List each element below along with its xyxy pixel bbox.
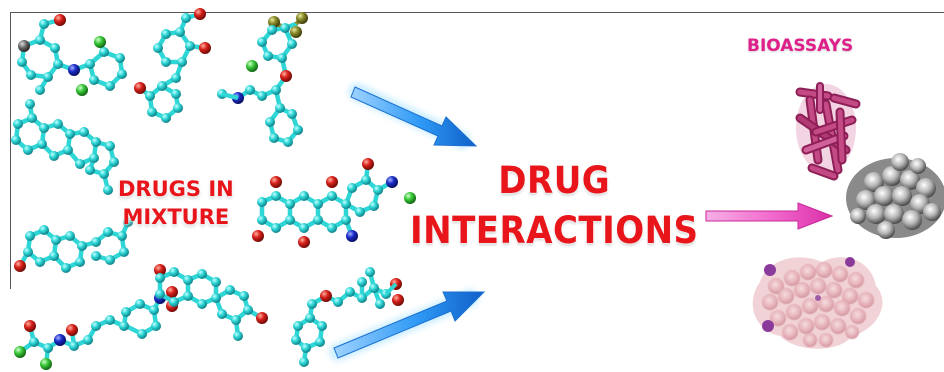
drug-interactions-line-1: DRUG: [498, 159, 611, 202]
blue-arrow-icon: [329, 289, 486, 361]
molecule-amide: [14, 286, 178, 370]
molecule-tetracycline: [252, 158, 416, 248]
bioassays-label: BIOASSAYS: [747, 36, 854, 56]
molecule-fluoxetine: [217, 12, 308, 147]
molecule-steroid-lower: [14, 217, 133, 273]
blood-smear-micrograph-icon: [752, 257, 883, 349]
molecule-ketoprofen: [134, 8, 211, 123]
drug-interactions-label: DRUG INTERACTIONS: [410, 156, 699, 256]
magenta-arrow-icon: [700, 202, 834, 230]
drugs-in-mixture-label: DRUGS IN MIXTURE: [118, 175, 234, 231]
molecule-gemfibrozil: [291, 267, 404, 367]
drug-interactions-line-2: INTERACTIONS: [410, 209, 699, 252]
rod-bacteria-micrograph-icon: [795, 82, 861, 181]
drugs-in-mixture-line-2: MIXTURE: [122, 205, 230, 229]
molecule-steroid-bottom: [154, 264, 268, 341]
molecule-diclofenac: [17, 14, 127, 96]
diagram-frame: [10, 12, 944, 289]
coccus-sem-micrograph-icon: [846, 153, 944, 239]
blue-arrow-icon: [348, 83, 478, 149]
molecule-steroid-upper: [11, 99, 119, 195]
drugs-in-mixture-line-1: DRUGS IN: [118, 177, 234, 201]
